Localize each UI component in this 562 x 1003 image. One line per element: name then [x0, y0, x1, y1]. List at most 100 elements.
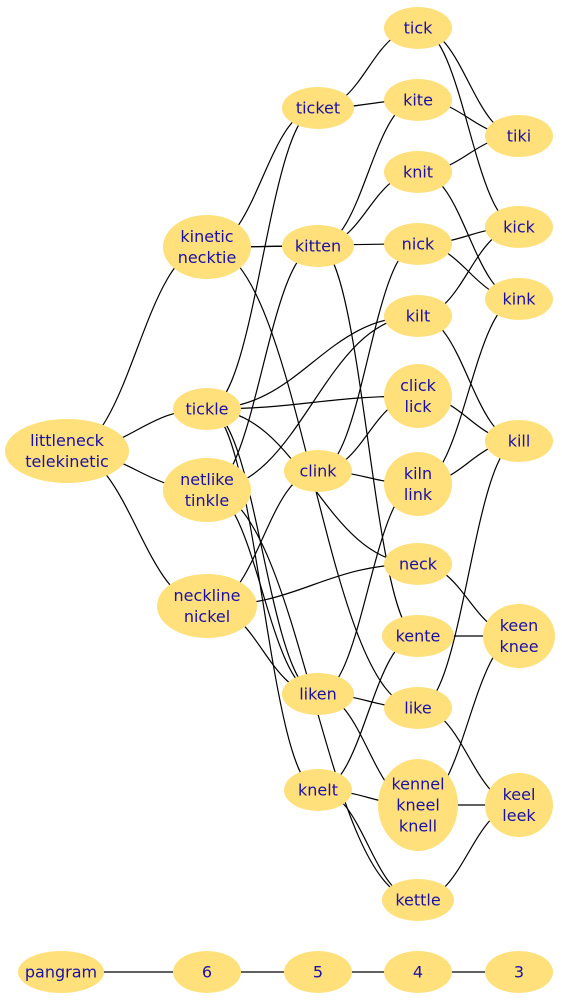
node-knelt: knelt [284, 769, 352, 811]
node-keenknee-label: knee [499, 637, 538, 656]
node-l5: 5 [284, 951, 352, 993]
node-kink: kink [485, 278, 553, 320]
node-kite-ellipse [384, 79, 452, 121]
node-kinetic-label: necktie [178, 248, 237, 267]
node-kitten: kitten [282, 225, 354, 267]
node-nick: nick [384, 223, 452, 265]
node-tickle: tickle [173, 388, 241, 430]
node-liken: liken [282, 673, 354, 715]
node-kilnlink-label: kiln [404, 464, 432, 483]
node-clicklick-ellipse [384, 364, 452, 428]
node-kettle-label: kettle [395, 891, 440, 910]
node-neckline: neckline nickel [157, 574, 257, 638]
node-keelleek-ellipse [485, 773, 553, 837]
node-clicklick-label: click [400, 376, 436, 395]
node-tick: tick [384, 7, 452, 49]
node-tiki-ellipse [485, 115, 553, 157]
node-clicklick-label: lick [405, 397, 433, 416]
node-netlike-label: tinkle [185, 491, 229, 510]
node-kennel-label: knell [399, 817, 437, 836]
node-knelt-ellipse [284, 769, 352, 811]
node-kennel-ellipse [378, 759, 458, 851]
node-keelleek-label: keel [503, 785, 536, 804]
node-l6: 6 [173, 951, 241, 993]
node-knit-label: knit [403, 163, 433, 182]
node-ticket: ticket [282, 87, 354, 129]
node-littleneck-label: telekinetic [25, 452, 109, 471]
node-knelt-label: knelt [298, 781, 338, 800]
node-neck-ellipse [384, 543, 452, 585]
node-clink-ellipse [284, 450, 352, 492]
node-pangram-ellipse [18, 951, 104, 993]
node-ticket-ellipse [282, 87, 354, 129]
node-kilt: kilt [384, 295, 452, 337]
node-like-label: like [404, 699, 431, 718]
node-clink-label: clink [299, 462, 337, 481]
node-liken-label: liken [299, 685, 337, 704]
nodes-layer: littlenecktelekinetickineticnecktietickl… [5, 7, 555, 993]
node-kick: kick [485, 206, 553, 248]
node-l5-ellipse [284, 951, 352, 993]
node-netlike: netlike tinkle [163, 458, 251, 522]
node-tickle-ellipse [173, 388, 241, 430]
node-l3-ellipse [485, 951, 553, 993]
node-clink: clink [284, 450, 352, 492]
node-kilnlink: kiln link [384, 452, 452, 516]
node-kick-ellipse [485, 206, 553, 248]
node-kinetic: kinetic necktie [163, 215, 251, 279]
node-neck: neck [384, 543, 452, 585]
node-tiki: tiki [485, 115, 553, 157]
node-kilt-ellipse [384, 295, 452, 337]
node-kente-ellipse [382, 615, 454, 657]
node-kill: kill [485, 420, 553, 462]
node-neckline-label: nickel [184, 607, 230, 626]
node-littleneck-ellipse [5, 419, 129, 483]
node-tiki-label: tiki [507, 127, 531, 146]
node-netlike-label: netlike [180, 470, 234, 489]
node-kill-label: kill [508, 432, 531, 451]
edge-tickle-knelt [206, 408, 319, 791]
node-kilnlink-ellipse [384, 452, 452, 516]
node-kennel: kennel kneel knell [378, 759, 458, 851]
node-kill-ellipse [485, 420, 553, 462]
node-like: like [384, 687, 452, 729]
node-l3-label: 3 [514, 963, 524, 982]
node-kink-ellipse [485, 278, 553, 320]
node-kink-label: kink [502, 290, 536, 309]
node-neckline-label: neckline [174, 586, 241, 605]
edge-kitten-kente [317, 245, 419, 637]
node-tick-ellipse [384, 7, 452, 49]
node-kennel-label: kennel [391, 775, 444, 794]
node-liken-ellipse [282, 673, 354, 715]
node-keenknee-ellipse [483, 604, 555, 668]
node-kitten-label: kitten [295, 237, 341, 256]
node-kilt-label: kilt [406, 307, 430, 326]
node-tick-label: tick [404, 19, 434, 38]
edge-liken-kilnlink [317, 483, 419, 695]
node-ticket-label: ticket [296, 99, 340, 118]
node-kennel-label: kneel [396, 796, 440, 815]
node-kitten-ellipse [282, 225, 354, 267]
node-neckline-ellipse [157, 574, 257, 638]
node-kilnlink-label: link [404, 485, 433, 504]
node-pangram-label: pangram [25, 963, 97, 982]
node-keenknee-label: keen [500, 616, 539, 635]
node-kite-label: kite [403, 91, 433, 110]
node-clicklick: click lick [384, 364, 452, 428]
node-netlike-ellipse [163, 458, 251, 522]
node-nick-ellipse [384, 223, 452, 265]
node-neck-label: neck [399, 555, 438, 574]
node-like-ellipse [384, 687, 452, 729]
node-l6-ellipse [173, 951, 241, 993]
node-kettle: kettle [382, 879, 454, 921]
node-l4-ellipse [384, 951, 452, 993]
node-keenknee: keen knee [483, 604, 555, 668]
node-l5-label: 5 [313, 963, 323, 982]
node-kinetic-label: kinetic [180, 227, 233, 246]
node-l3: 3 [485, 951, 553, 993]
node-tickle-label: tickle [185, 400, 228, 419]
edge-tickle-liken [206, 408, 319, 695]
